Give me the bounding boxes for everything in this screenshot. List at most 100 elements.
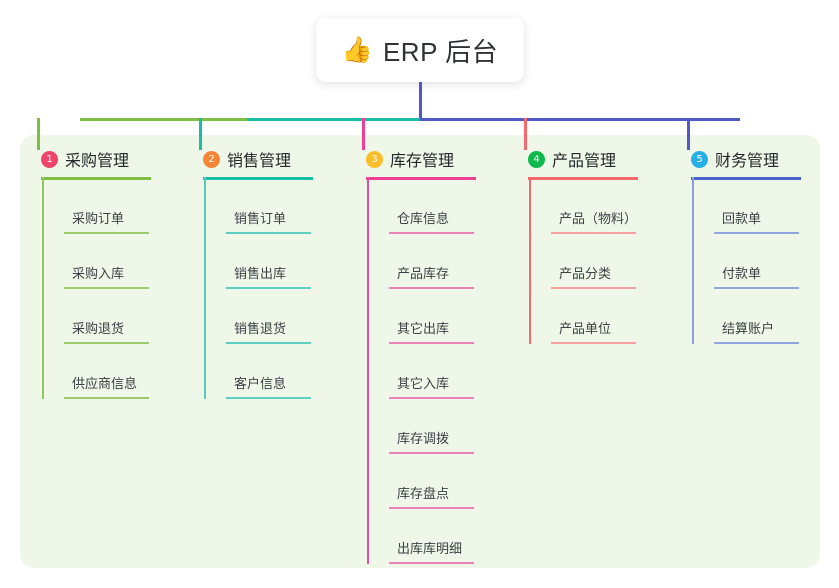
- leaf-item-label: 采购订单: [72, 211, 125, 226]
- leaf-item-label: 销售订单: [234, 211, 287, 226]
- leaf-item-underline: [226, 342, 311, 344]
- leaf-item[interactable]: 其它出库: [389, 310, 499, 344]
- column-5: 5 财务管理回款单付款单结算账户: [687, 144, 839, 344]
- bus-segment-2: [247, 118, 420, 121]
- leaf-item-underline: [714, 287, 799, 289]
- column-4: 4 产品管理产品（物料） 产品分类产品单位: [524, 144, 684, 344]
- leaf-item[interactable]: 其它入库: [389, 365, 499, 399]
- column-1: 1 采购管理采购订单采购入库采购退货供应商信息: [37, 144, 197, 399]
- leaf-item[interactable]: 采购订单: [64, 200, 174, 234]
- leaf-item-label: 付款单: [722, 266, 762, 281]
- root-stem: [419, 82, 422, 121]
- leaf-item[interactable]: 产品（物料）: [551, 200, 661, 234]
- leaf-item[interactable]: 供应商信息: [64, 365, 174, 399]
- leaf-item-label: 回款单: [722, 211, 762, 226]
- leaf-item-underline: [226, 232, 311, 234]
- leaf-item-label: 采购退货: [72, 321, 125, 336]
- column-title-2: 销售管理: [227, 153, 292, 170]
- leaf-item[interactable]: 销售出库: [226, 255, 336, 289]
- column-header-2[interactable]: 2 销售管理: [199, 144, 359, 174]
- column-spine-3: [367, 177, 369, 564]
- column-spine-1: [42, 177, 44, 399]
- leaf-item-label: 仓库信息: [397, 211, 450, 226]
- bus-segment-1: [80, 118, 247, 121]
- leaf-item[interactable]: 库存盘点: [389, 475, 499, 509]
- leaf-item-label: 结算账户: [722, 321, 775, 336]
- leaf-item-label: 产品（物料）: [559, 211, 638, 226]
- leaf-item-label: 销售出库: [234, 266, 287, 281]
- leaf-item[interactable]: 销售退货: [226, 310, 336, 344]
- drop-line-4: [524, 118, 527, 150]
- leaf-item[interactable]: 产品分类: [551, 255, 661, 289]
- leaf-item-underline: [389, 562, 474, 564]
- leaf-item-underline: [64, 232, 149, 234]
- leaf-item-label: 采购入库: [72, 266, 125, 281]
- leaf-item-underline: [714, 232, 799, 234]
- leaf-item-underline: [64, 342, 149, 344]
- column-spine-5: [692, 177, 694, 344]
- column-underline-2: [203, 177, 313, 180]
- leaf-item-underline: [226, 287, 311, 289]
- leaf-item-underline: [226, 397, 311, 399]
- leaf-item[interactable]: 付款单: [714, 255, 824, 289]
- column-badge-3: 3: [366, 150, 383, 168]
- leaf-item-label: 产品库存: [397, 266, 450, 281]
- column-underline-3: [366, 177, 476, 180]
- leaf-item-underline: [389, 342, 474, 344]
- column-title-5: 财务管理: [715, 153, 780, 170]
- leaf-item-label: 产品分类: [559, 266, 612, 281]
- leaf-item-underline: [714, 342, 799, 344]
- leaf-item-underline: [389, 507, 474, 509]
- leaf-item-underline: [389, 287, 474, 289]
- drop-line-2: [199, 118, 202, 150]
- column-header-1[interactable]: 1 采购管理: [37, 144, 197, 174]
- leaf-item-label: 库存调拨: [397, 431, 450, 446]
- leaf-item[interactable]: 采购入库: [64, 255, 174, 289]
- leaf-item[interactable]: 采购退货: [64, 310, 174, 344]
- leaf-item-label: 客户信息: [234, 376, 287, 391]
- drop-line-5: [687, 118, 690, 150]
- leaf-item-underline: [389, 452, 474, 454]
- leaf-item[interactable]: 产品库存: [389, 255, 499, 289]
- leaf-item-label: 其它出库: [397, 321, 450, 336]
- column-title-1: 采购管理: [65, 153, 130, 170]
- leaf-item[interactable]: 库存调拨: [389, 420, 499, 454]
- leaf-item[interactable]: 销售订单: [226, 200, 336, 234]
- column-underline-4: [528, 177, 638, 180]
- leaf-item[interactable]: 产品单位: [551, 310, 661, 344]
- column-badge-5: 5: [691, 150, 708, 168]
- leaf-item-label: 销售退货: [234, 321, 287, 336]
- leaf-item-underline: [551, 232, 636, 234]
- column-underline-5: [691, 177, 801, 180]
- leaf-item-underline: [389, 397, 474, 399]
- column-header-5[interactable]: 5 财务管理: [687, 144, 839, 174]
- column-title-4: 产品管理: [552, 153, 617, 170]
- column-spine-4: [529, 177, 531, 344]
- leaf-item-underline: [551, 287, 636, 289]
- leaf-item-label: 出库库明细: [397, 541, 463, 556]
- root-node[interactable]: 👍 ERP 后台: [316, 18, 524, 82]
- leaf-item[interactable]: 客户信息: [226, 365, 336, 399]
- tree-panel: [20, 135, 820, 568]
- drop-line-1: [37, 118, 40, 150]
- leaf-item-underline: [64, 287, 149, 289]
- leaf-item[interactable]: 回款单: [714, 200, 824, 234]
- leaf-item-label: 供应商信息: [72, 376, 138, 391]
- leaf-item-underline: [551, 342, 636, 344]
- leaf-item[interactable]: 仓库信息: [389, 200, 499, 234]
- leaf-item[interactable]: 结算账户: [714, 310, 824, 344]
- leaf-item-underline: [64, 397, 149, 399]
- leaf-item-label: 产品单位: [559, 321, 612, 336]
- column-2: 2 销售管理销售订单销售出库销售退货客户信息: [199, 144, 359, 399]
- leaf-item[interactable]: 出库库明细: [389, 530, 499, 564]
- column-underline-1: [41, 177, 151, 180]
- column-badge-2: 2: [203, 150, 220, 168]
- column-header-4[interactable]: 4 产品管理: [524, 144, 684, 174]
- column-badge-4: 4: [528, 150, 545, 168]
- leaf-item-label: 其它入库: [397, 376, 450, 391]
- leaf-item-underline: [389, 232, 474, 234]
- column-badge-1: 1: [41, 150, 58, 168]
